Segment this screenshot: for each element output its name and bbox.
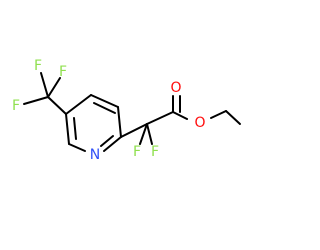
fluorine-label-left: F [12,98,20,114]
ester-chain-bonds [120,95,241,145]
trifluoromethyl-bonds [23,72,67,115]
fluorine-label-bottom-right: F [151,144,159,160]
fluorine-label-right: F [59,64,67,80]
fluorine-label-bottom-left: F [133,144,141,160]
fluorine-label-top: F [34,58,42,74]
ester-oxygen-label: O [194,115,205,131]
atom-labels: F F F N F F O O [12,58,206,163]
chemical-structure: F F F N F F O O [12,58,241,163]
carbonyl-oxygen-label: O [170,80,181,96]
pyridine-nitrogen-label: N [90,147,100,163]
pyridine-ring [65,94,122,152]
